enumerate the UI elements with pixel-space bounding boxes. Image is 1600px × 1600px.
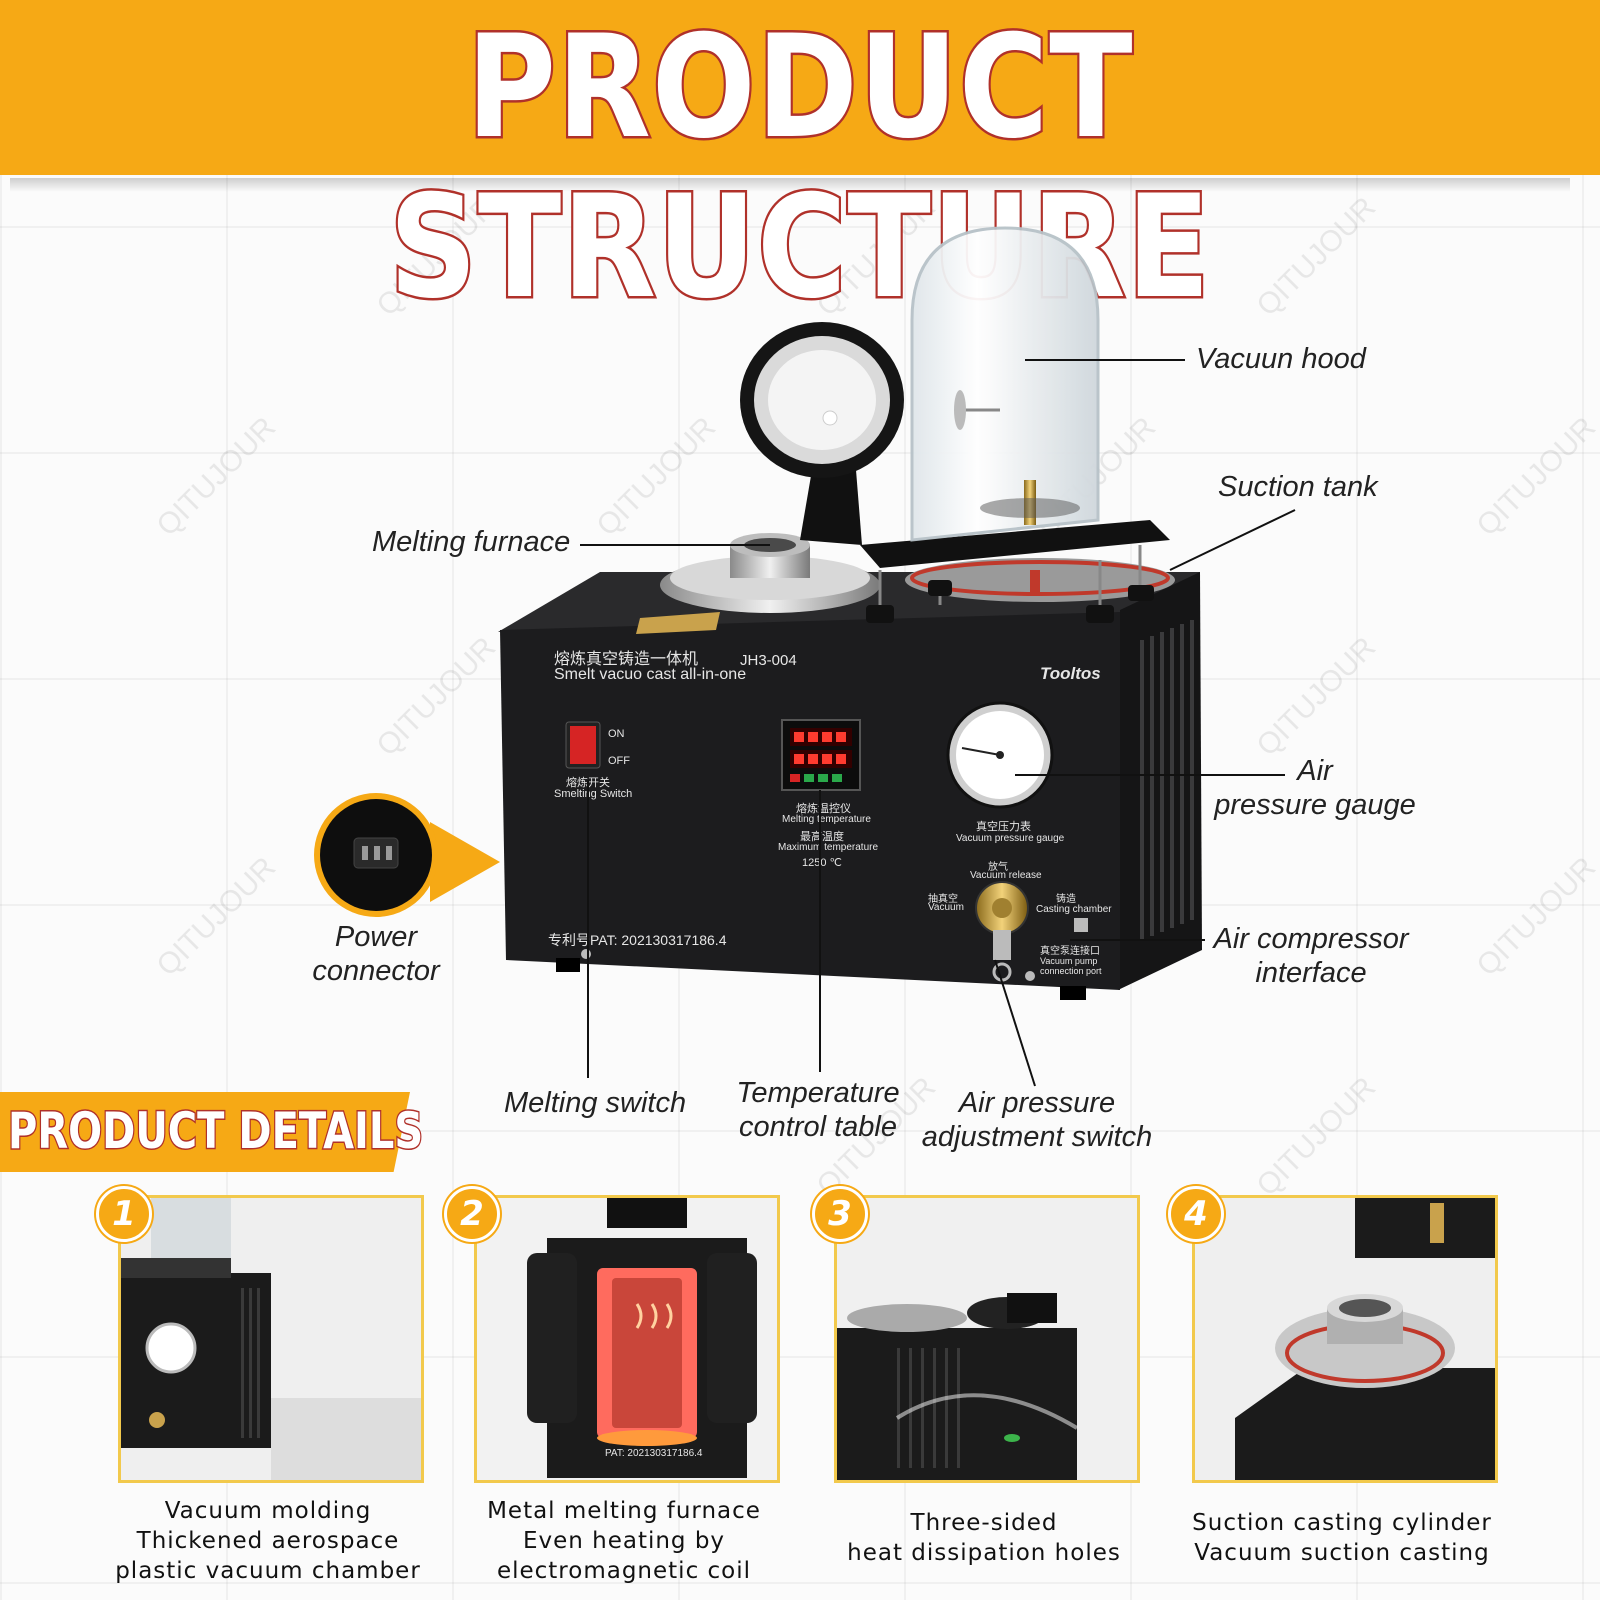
detail-card-melting-furnace: PAT: 202130317186.4 (474, 1195, 780, 1483)
vacuum-label-cn: 抽真空 (928, 894, 958, 905)
port-label-en: Vacuum pump connection port (1040, 956, 1102, 976)
melting-furnace-photo (477, 1198, 777, 1480)
vacuum-chamber-photo (121, 1198, 421, 1480)
vacuum-label-en: Vacuum (928, 902, 964, 913)
patent-number: 专利号PAT: 202130317186.4 (548, 932, 727, 948)
gauge-label-cn: 真空压力表 (976, 821, 1031, 833)
detail-card-heat-dissipation (834, 1195, 1140, 1483)
detail-number-1: 1 (96, 1186, 152, 1242)
suction-casting-photo (1195, 1198, 1495, 1480)
panel-title-cn: 熔炼真空铸造一体机 (554, 651, 699, 668)
header-shadow (10, 178, 1570, 192)
details-badge (0, 1092, 410, 1172)
header-banner (0, 0, 1600, 175)
detail-number-3: 3 (812, 1186, 868, 1242)
switch-on-label: ON (608, 728, 625, 740)
port-label-cn: 真空泵连接口 (1040, 946, 1100, 957)
maxtemp-label-cn: 最高温度 (800, 831, 844, 843)
heat-dissipation-photo (837, 1198, 1137, 1480)
maxtemp-value: 1250 ℃ (802, 857, 842, 869)
detail-card-suction-casting (1192, 1195, 1498, 1483)
temp-label-en: Melting temperature (782, 814, 871, 825)
gauge-label-en: Vacuum pressure gauge (956, 833, 1065, 844)
casting-label-en: Casting chamber (1036, 904, 1112, 915)
label-vacuum-hood: Vacuun hood (1196, 343, 1366, 375)
maxtemp-label-en: Maximum temperature (778, 842, 879, 853)
detail-card-vacuum-chamber (118, 1195, 424, 1483)
release-label-cn: 放气 (988, 862, 1008, 873)
casting-label-cn: 铸造 (1056, 894, 1076, 905)
machine-illustration (314, 226, 1202, 1000)
label-suction-tank: Suction tank (1218, 471, 1378, 503)
detail-number-4: 4 (1168, 1186, 1224, 1242)
temp-label-cn: 熔炼温控仪 (796, 803, 851, 815)
panel-title-en: Smelt vacuo cast all-in-one (554, 666, 747, 683)
switch-label-en: Smelting Switch (554, 788, 633, 800)
brand-logo: Tooltos (1040, 664, 1101, 683)
details-title: PRODUCT DETAILS (7, 1101, 425, 1162)
release-label-en: Vacuum release (970, 870, 1042, 881)
card-patent-number: PAT: 202130317186.4 (605, 1448, 703, 1459)
label-melting-furnace: Melting furnace (372, 526, 571, 558)
label-melting-switch: Melting switch (504, 1087, 687, 1119)
panel-model: JH3-004 (740, 652, 797, 669)
switch-off-label: OFF (608, 755, 630, 767)
detail-number-2: 2 (444, 1186, 500, 1242)
